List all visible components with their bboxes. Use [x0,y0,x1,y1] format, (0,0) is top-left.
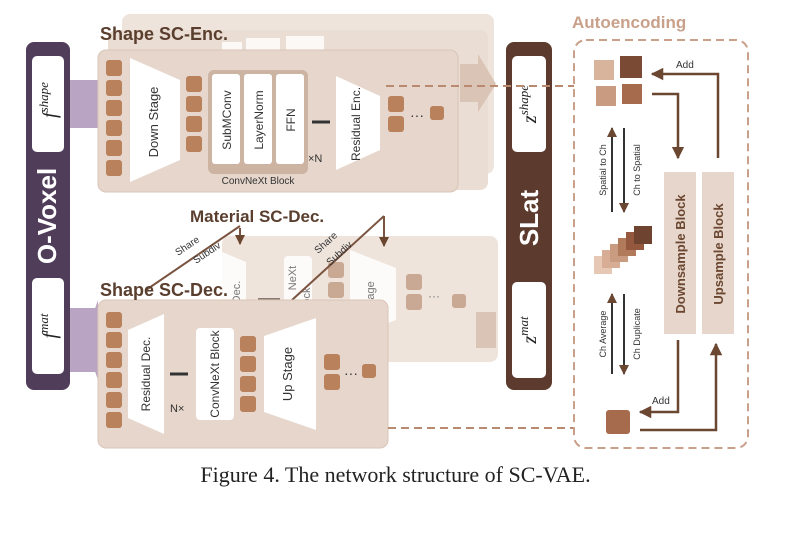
decoder-convnext-label: ConvNeXt Block [208,329,222,417]
encoder-mid-voxels [186,76,202,152]
channel-stack [594,226,652,274]
residual-enc-trapezoid [336,76,380,170]
f-mat-label: fmat [36,313,61,338]
autoencoding-title: Autoencoding [572,13,686,32]
o-voxel-panel: fshape O-Voxel fmat [26,42,100,390]
o-voxel-title: O-Voxel [32,168,62,264]
svg-text:NeXt: NeXt [287,266,299,290]
add-label-bottom: Add [652,396,670,407]
add-label-top: Add [676,60,694,71]
shape-encoder-title: Shape SC-Enc. [100,24,228,44]
downsample-block [664,172,696,334]
svg-text:Upsample Block: Upsample Block [711,203,726,305]
svg-text:···: ··· [428,289,440,303]
shape-decoder-title: Shape SC-Dec. [100,280,228,300]
layernorm-label: LayerNorm [252,90,266,149]
up-stage-label: Up Stage [280,347,295,401]
svg-text:Dec.: Dec. [231,281,243,304]
z-mat-label: zmat [516,316,541,345]
down-stage-label: Down Stage [146,87,161,158]
upsample-block [702,172,734,334]
slat-title: SLat [514,189,544,246]
encoder-output-arrow [460,54,496,112]
svg-text:Spatial to Ch: Spatial to Ch [598,144,608,196]
f-shape-label: fshape [36,82,61,118]
down-stage-trapezoid [130,58,180,182]
up-stage-trapezoid [264,318,316,430]
decoder-output-voxels [106,312,122,428]
residual-dec-trapezoid [128,314,164,434]
svg-text:Ch Average: Ch Average [598,311,608,358]
ffn-label: FFN [284,108,298,131]
shape-decoder: Shape SC-Dec. Residual Dec. N× ConvNeXt … [97,280,389,449]
material-decoder-title: Material SC-Dec. [190,207,324,226]
decoder-input-voxels [324,354,376,390]
convnext-block-label: ConvNeXt Block [222,176,296,187]
autoencoding-panel: Autoencoding Add Downsample Block Upsamp… [570,10,749,449]
shape-encoder: Shape SC-Enc. Down Stage SubMConv LayerN… [97,24,496,193]
slat-panel: zshape SLat zmat [506,42,552,390]
decoder-convnext-block [196,328,234,420]
decoder-times-n: N× [170,403,184,415]
encoder-times-n: ×N [308,153,322,165]
svg-text:Downsample Block: Downsample Block [673,194,688,314]
z-shape-label: zshape [516,85,541,124]
residual-enc-label: Residual Enc. [349,87,363,161]
residual-dec-label: Residual Dec. [139,337,153,412]
figure-caption: Figure 4. The network structure of SC-VA… [200,462,591,487]
latent-voxel [606,410,630,434]
svg-text:Ch to Spatial: Ch to Spatial [632,144,642,196]
encoder-input-voxels [106,60,122,176]
decoder-dots: ··· [344,365,358,381]
encoder-out-voxels [388,96,444,132]
encoder-dots: ··· [410,107,424,123]
svg-text:Ch Duplicate: Ch Duplicate [632,308,642,360]
svg-text:tage: tage [365,281,377,302]
submconv-label: SubMConv [220,90,234,149]
